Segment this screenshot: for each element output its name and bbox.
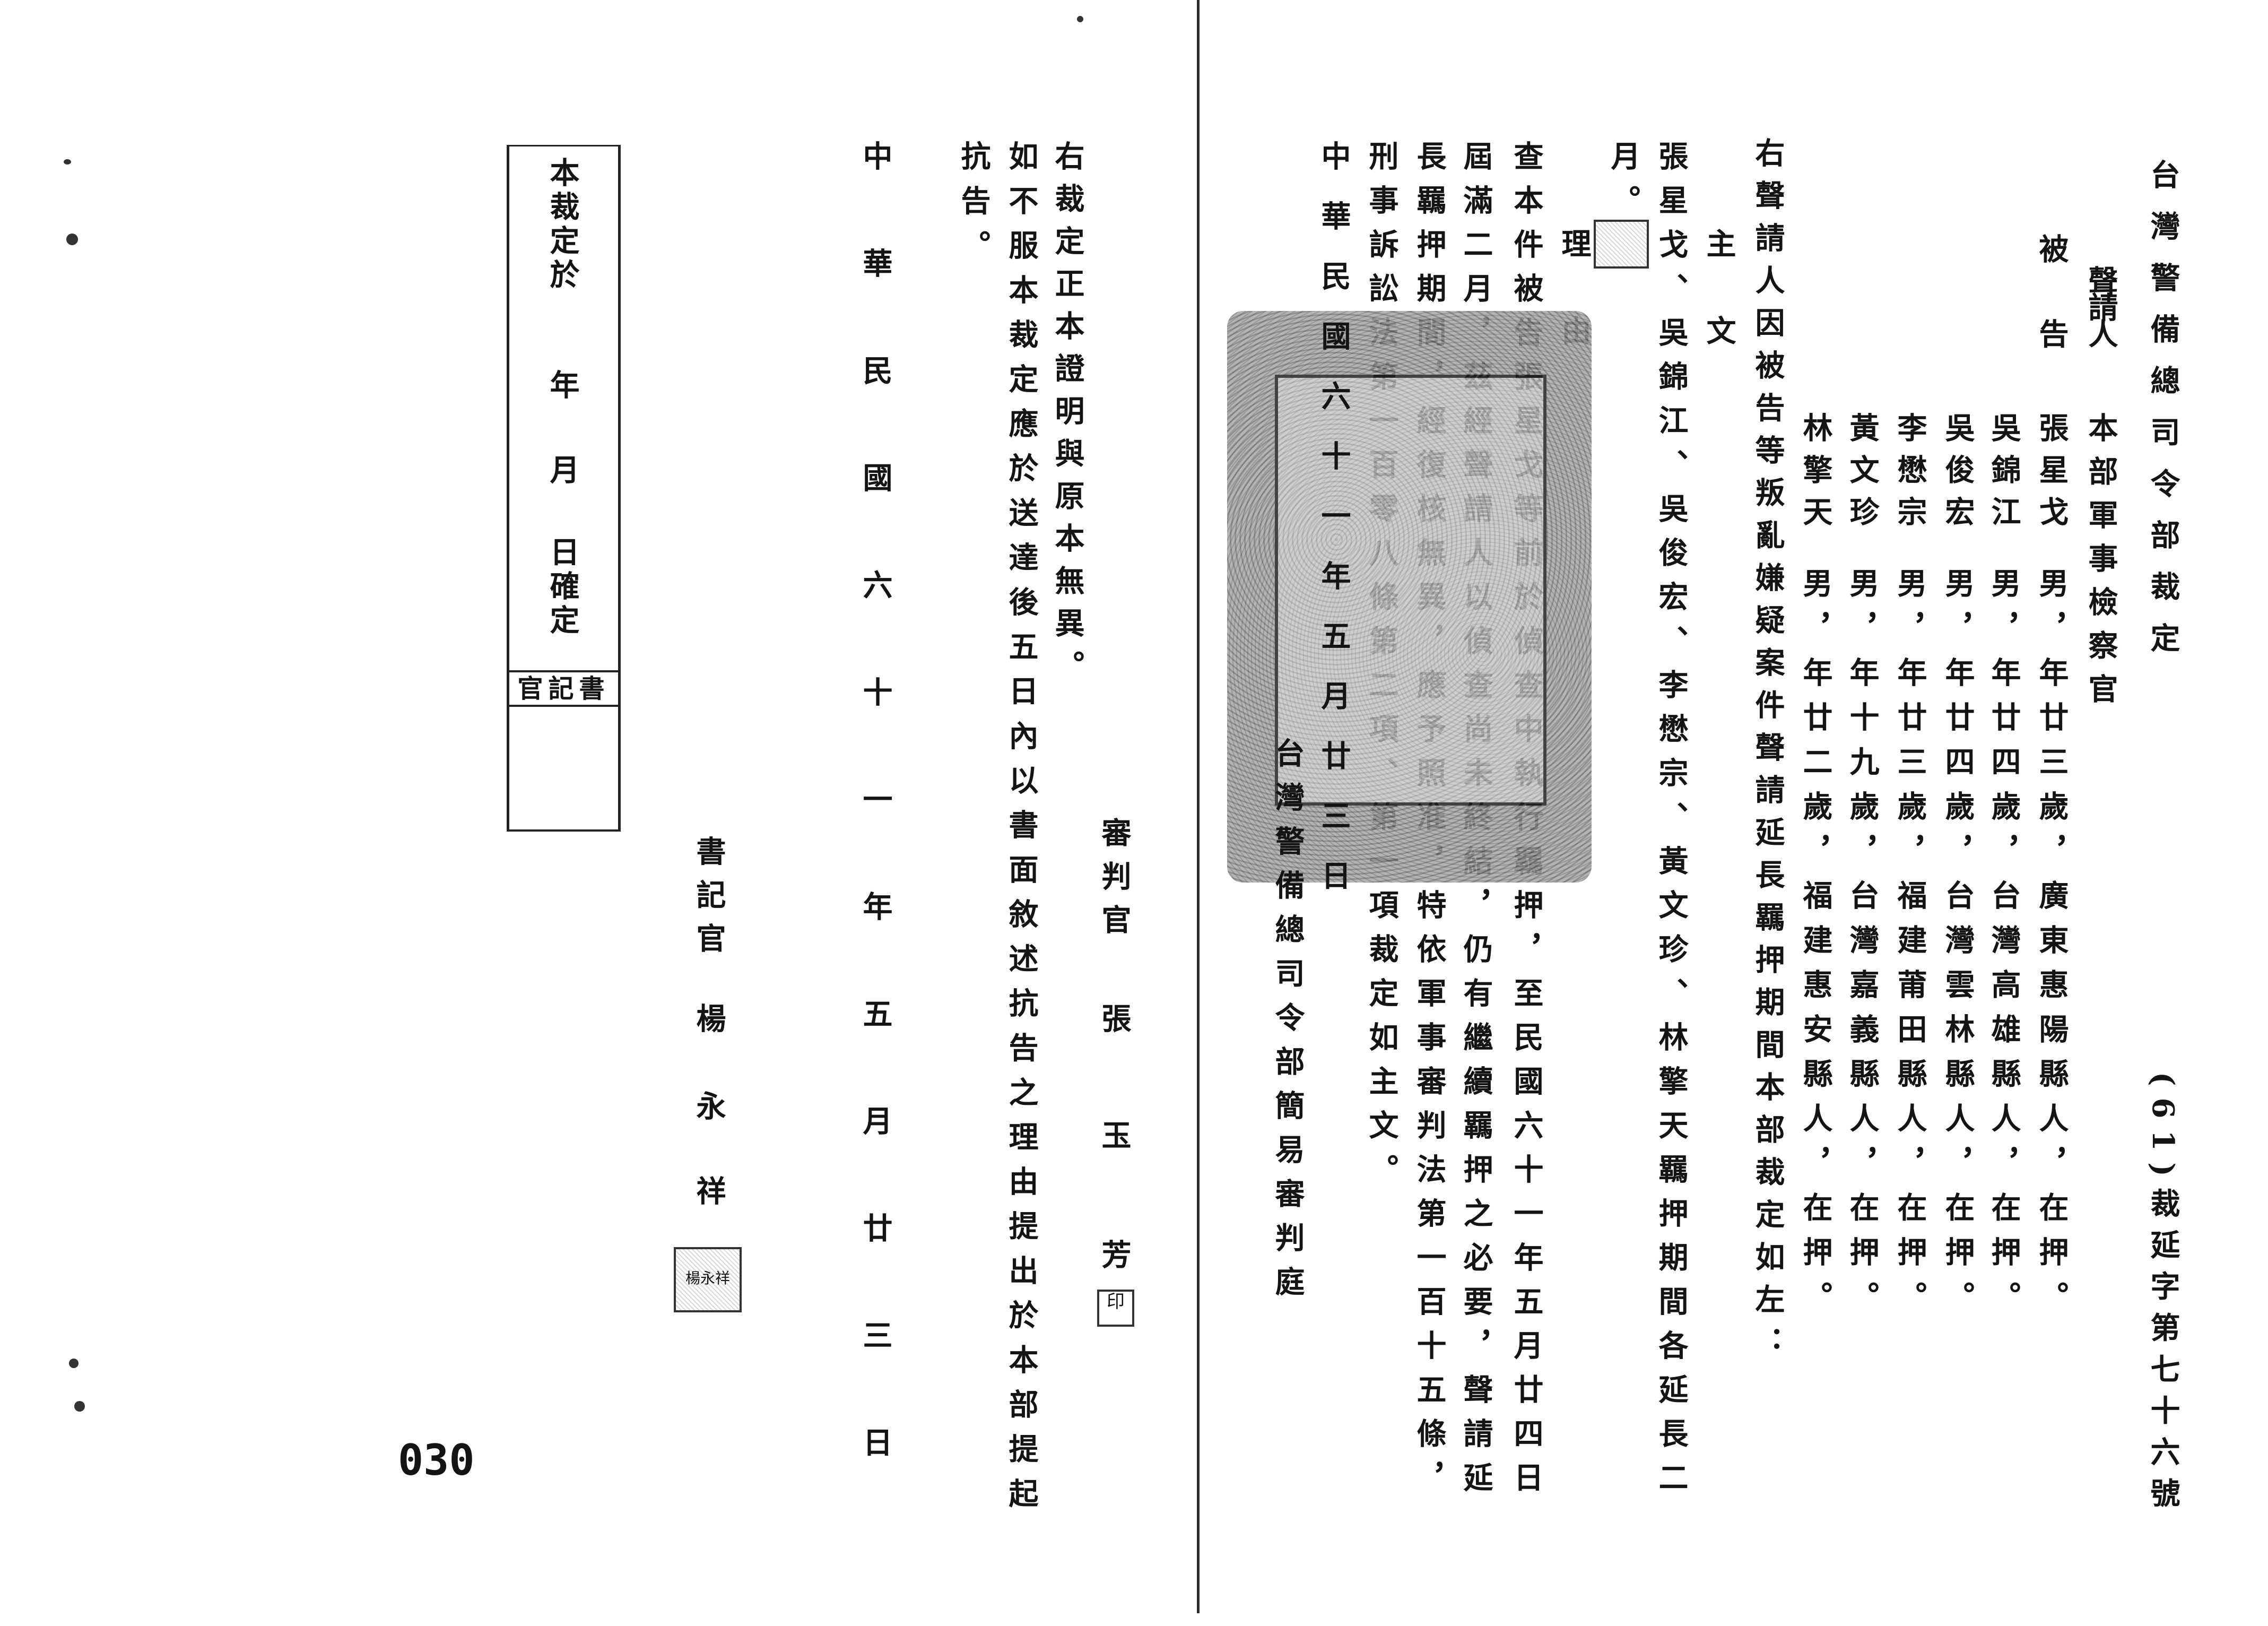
finality-box: 本裁定於 年 月 日確定 官記書 — [507, 145, 621, 832]
defendant-name: 張星戈 — [2034, 412, 2069, 538]
defendant-details: 男，年十九歲，台灣嘉義縣人，在押。 — [1845, 568, 1880, 1326]
applicant: 本部軍事檢察官 — [2083, 412, 2118, 717]
case-number: (61)裁延字第七十六號 — [2145, 1072, 2180, 1519]
clerk-name-char: 永 — [691, 1091, 726, 1135]
clerk-label: 書記官 — [691, 836, 726, 966]
scan-speck — [69, 1359, 79, 1368]
defendant-details: 男，年廿二歲，福建惠安縣人，在押。 — [1798, 568, 1833, 1326]
stamp-frame — [1275, 375, 1546, 806]
page-fold-divider — [1197, 0, 1200, 1613]
appeal-notice-line: 如不服本裁定應於送達後五日內以書面敘述抗告之理由提出於本部提起 — [1004, 141, 1039, 1523]
decision-date: 中華民國六十一年五月廿三日 — [1316, 141, 1351, 920]
defendant-name: 李懋宗 — [1892, 412, 1927, 538]
judge-name-char: 芳 — [1097, 1239, 1132, 1283]
box-divider — [509, 670, 618, 672]
certification-text: 右裁定正本證明與原本無異。 — [1050, 141, 1085, 693]
judge-seal: 印 — [1097, 1290, 1134, 1327]
judge-name-char: 玉 — [1097, 1120, 1132, 1164]
document-title: 台灣警備總司令部裁定 — [2145, 159, 2180, 674]
court-name: 台灣警備總司令部簡易審判庭 — [1270, 738, 1305, 1310]
judge-label: 審判官 — [1097, 817, 1132, 948]
defendant-name: 吳錦江 — [1986, 412, 2021, 538]
defendant-details: 男，年廿四歲，台灣高雄縣人，在押。 — [1986, 568, 2021, 1326]
scan-speck — [74, 1401, 85, 1412]
main-text-line: 張星戈、吳錦江、吳俊宏、李懋宗、黃文珍、林擎天羈押期間各延長二 — [1654, 141, 1689, 1506]
clerk-name-char: 祥 — [691, 1175, 726, 1220]
defendant-details: 男，年廿四歲，台灣雲林縣人，在押。 — [1940, 568, 1975, 1326]
defendant-label: 被告 — [2034, 233, 2069, 403]
main-heading: 主文 — [1701, 228, 1736, 402]
judge-name-char: 張 — [1097, 1003, 1132, 1047]
official-seal-stamp — [1227, 311, 1592, 883]
scan-speck — [1077, 16, 1083, 22]
clerk-name-char: 楊 — [691, 1003, 726, 1047]
defendant-details: 男，年廿三歲，福建莆田縣人，在押。 — [1892, 568, 1927, 1326]
scan-speck — [64, 159, 71, 165]
scan-speck — [66, 233, 78, 245]
correction-seal — [1594, 220, 1649, 269]
defendant-name: 黃文珍 — [1845, 412, 1880, 538]
finality-year: 年 — [545, 369, 580, 413]
preamble: 右聲請人因被告等叛亂嫌疑案件聲請延長羈押期間本部裁定如左： — [1750, 137, 1785, 1369]
clerk-seal: 楊永祥 — [674, 1247, 742, 1312]
box-divider — [509, 705, 618, 707]
finality-month: 月 — [545, 454, 580, 498]
main-text-line: 月。 — [1606, 141, 1641, 229]
page-number: 030 — [398, 1435, 475, 1485]
defendant-name: 吳俊宏 — [1940, 412, 1975, 538]
applicant-label: 聲請人 — [2083, 265, 2118, 345]
appeal-notice-line: 抗告。 — [956, 141, 991, 274]
defendant-name: 林擎天 — [1798, 412, 1833, 538]
finality-day: 日確定 — [545, 537, 580, 638]
box-clerk-label: 官記書 — [517, 674, 610, 704]
defendant-details: 男，年廿三歲，廣東惠陽縣人，在押。 — [2034, 568, 2069, 1326]
left-date: 中華民國六十一年五月廿三日 — [858, 141, 893, 1534]
finality-text: 本裁定於 — [545, 157, 580, 293]
